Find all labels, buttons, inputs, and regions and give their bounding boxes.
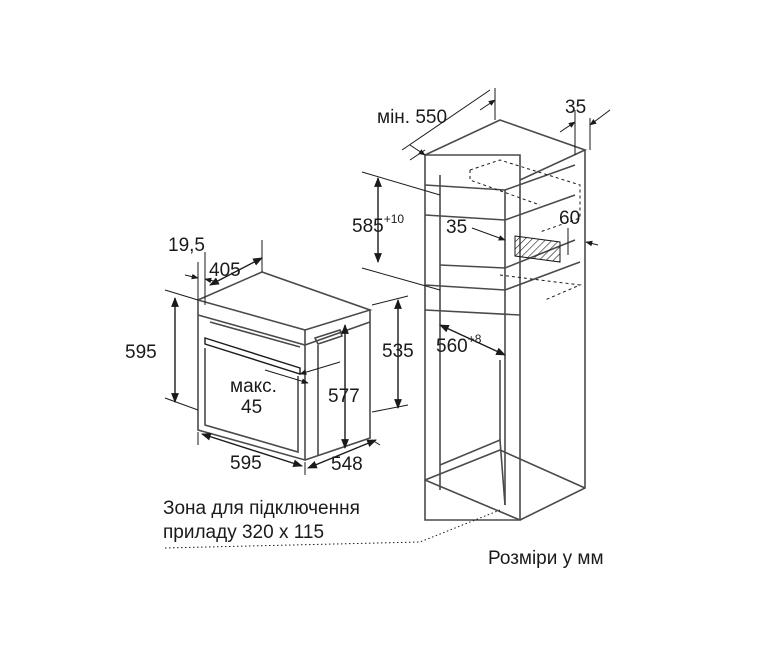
label-handle-max: макс. — [230, 376, 277, 397]
label-oven-inner-height: 577 — [328, 386, 360, 407]
label-vent-depth: 35 — [446, 217, 467, 238]
units-note: Розміри у мм — [488, 548, 604, 569]
oven-drawing — [197, 271, 373, 462]
label-cabinet-depth: мін. 550 — [377, 107, 447, 128]
label-niche-height: 585+10 — [352, 212, 404, 237]
label-oven-body-height: 535 — [382, 341, 414, 362]
dimension-labels: мін. 550 35 585+10 35 60 560+8 19,5 405 … — [125, 97, 586, 475]
label-oven-width: 595 — [230, 453, 262, 474]
connection-zone-leader — [164, 509, 501, 549]
label-cabinet-gap: 35 — [565, 97, 586, 118]
label-oven-body-depth: 405 — [209, 260, 241, 281]
cabinet-dimension-lines — [361, 88, 611, 356]
connection-zone-line1: Зона для підключення — [163, 498, 360, 519]
label-handle-max-value: 45 — [241, 397, 262, 418]
label-oven-height: 595 — [125, 342, 157, 363]
label-oven-offset: 19,5 — [168, 235, 205, 256]
notes: Зона для підключення приладу 320 x 115 Р… — [163, 498, 604, 569]
cabinet-drawing — [424, 119, 588, 521]
label-niche-width: 560+8 — [436, 332, 482, 357]
label-oven-depth: 548 — [331, 454, 363, 475]
oven-dimension-lines — [164, 240, 409, 475]
label-vent-height: 60 — [559, 208, 580, 229]
connection-zone-line2: приладу 320 x 115 — [163, 522, 324, 543]
